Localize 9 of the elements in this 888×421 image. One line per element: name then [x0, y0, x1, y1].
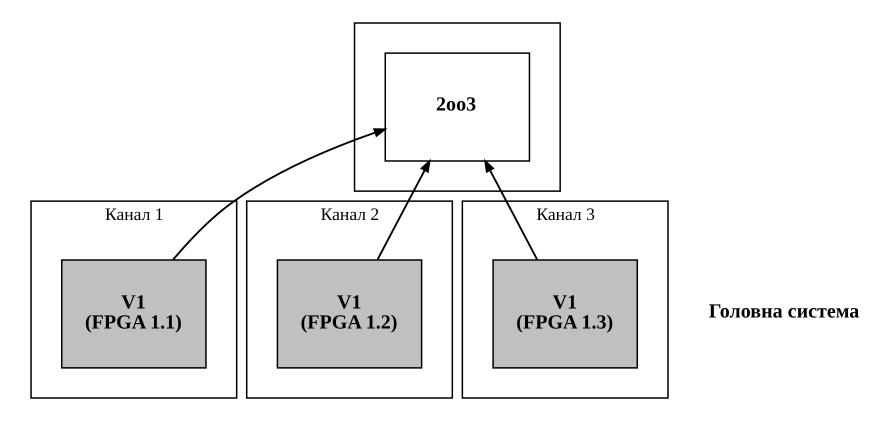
arrow — [172, 128, 388, 260]
arrow — [483, 158, 538, 260]
label: Головна система — [708, 300, 859, 322]
arrow — [376, 158, 430, 260]
node-box: V1 (FPGA 1.2) — [276, 259, 422, 369]
cluster — [353, 22, 560, 192]
node-box: V1 (FPGA 1.1) — [60, 259, 206, 369]
node-box: 2oo3 — [384, 52, 530, 162]
node-box: V1 (FPGA 1.3) — [492, 259, 638, 369]
